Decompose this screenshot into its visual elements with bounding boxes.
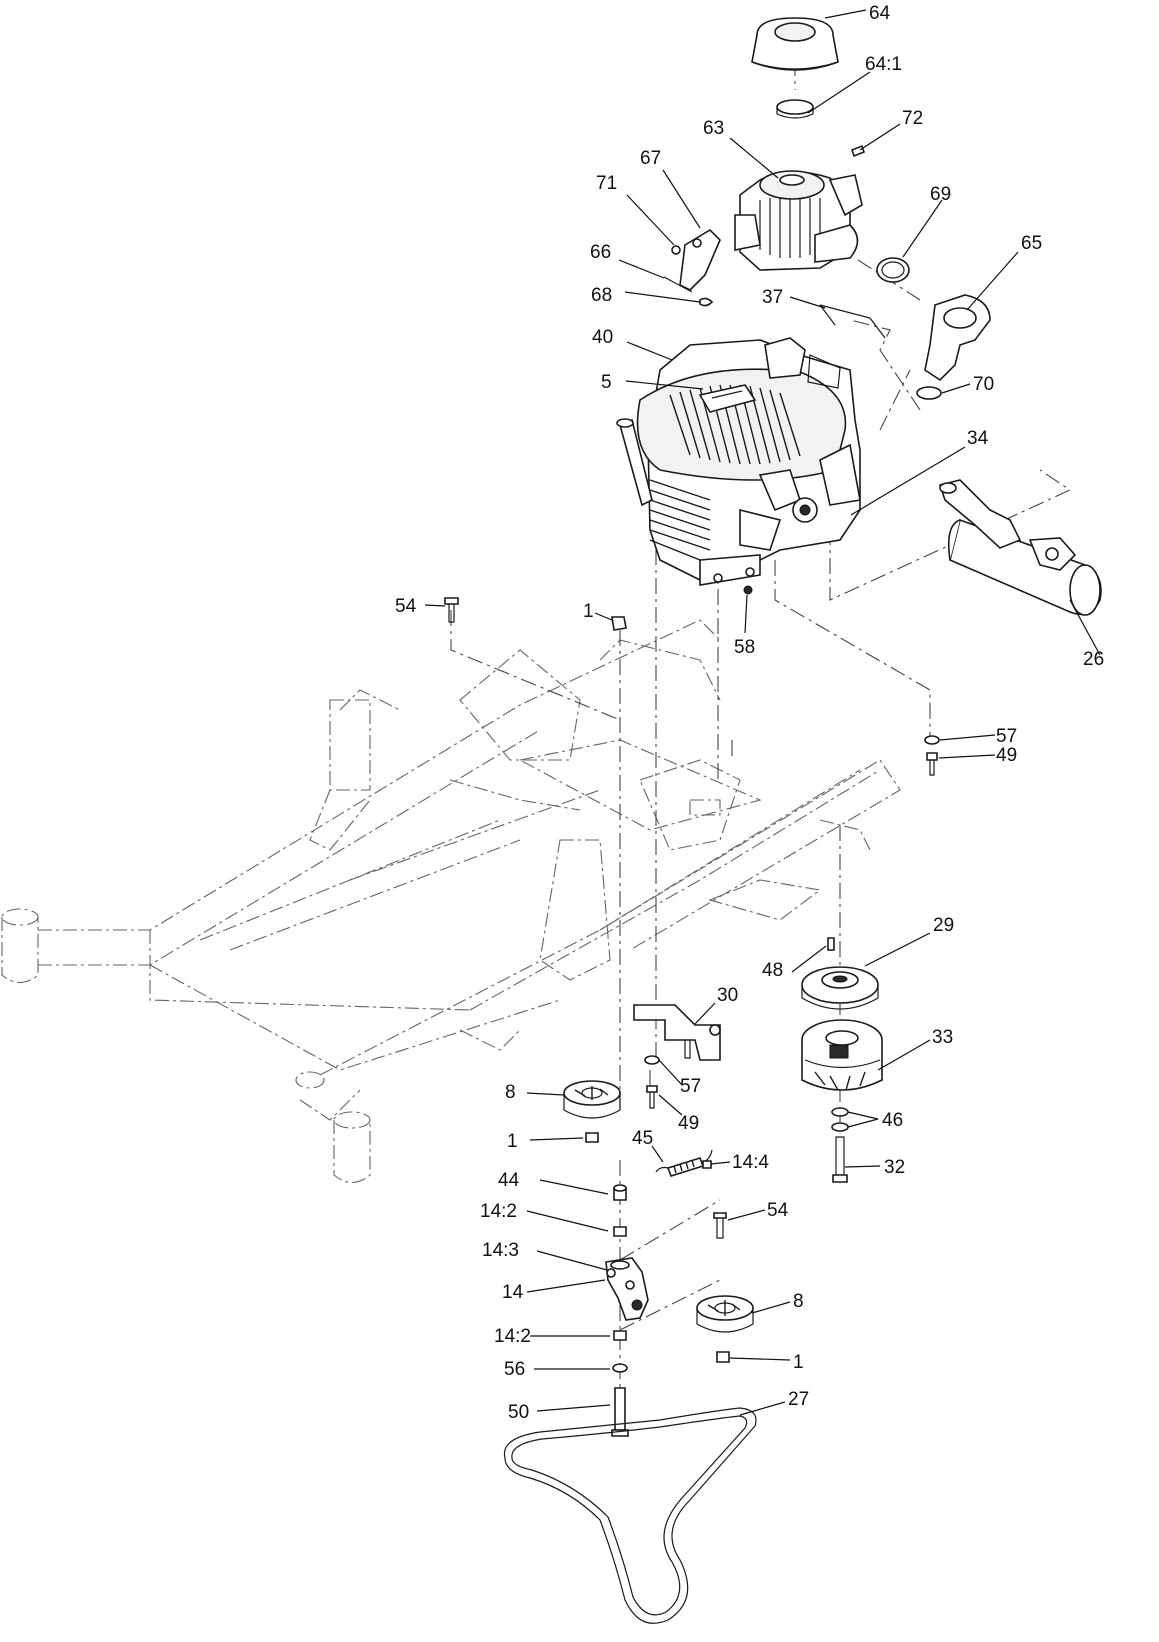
callout-14-2-upper: 14:2	[480, 1201, 517, 1222]
pulley-29	[801, 966, 879, 1010]
callout-37: 37	[762, 287, 783, 308]
idler-pulley-8-upper	[563, 1080, 621, 1119]
nut-1-upper	[611, 616, 627, 631]
callout-54-upper: 54	[395, 596, 417, 617]
intake-elbow-65	[924, 294, 991, 382]
callout-1-upper: 1	[583, 601, 594, 622]
callout-34: 34	[967, 428, 989, 449]
callout-40: 40	[592, 327, 613, 348]
callout-64-1: 64:1	[865, 54, 902, 75]
bushing-14-2-upper	[613, 1226, 627, 1237]
hose-clamp-70	[916, 386, 942, 400]
callout-56: 56	[504, 1359, 525, 1380]
drive-belt-27	[503, 1407, 757, 1624]
callout-8-lower: 8	[793, 1291, 804, 1312]
decal-37	[819, 304, 886, 339]
callout-50: 50	[508, 1402, 529, 1423]
callout-54-lower: 54	[767, 1200, 789, 1221]
callout-49-lower: 49	[678, 1113, 699, 1134]
callout-57-right: 57	[996, 726, 1017, 747]
bracket-30	[633, 1004, 721, 1061]
air-cleaner-clamp	[776, 99, 814, 119]
washer-57-lower	[644, 1055, 660, 1065]
callout-29: 29	[933, 915, 954, 936]
engine-40	[616, 337, 861, 586]
callout-26: 26	[1083, 649, 1104, 670]
callout-27: 27	[788, 1389, 809, 1410]
fitting-14-3	[606, 1268, 616, 1278]
callout-45: 45	[632, 1128, 653, 1149]
callout-14-2-lower: 14:2	[494, 1326, 531, 1347]
callout-1-middle: 1	[507, 1131, 518, 1152]
callout-32: 32	[884, 1157, 905, 1178]
callout-30: 30	[717, 985, 738, 1006]
callout-49-right: 49	[996, 745, 1017, 766]
callout-68: 68	[591, 285, 612, 306]
callout-33: 33	[932, 1027, 953, 1048]
callout-14: 14	[502, 1282, 524, 1303]
callout-5: 5	[601, 372, 612, 393]
callout-67: 67	[640, 148, 661, 169]
bolt-50	[611, 1387, 629, 1437]
callout-64: 64	[869, 3, 891, 24]
callout-63: 63	[703, 118, 724, 139]
washers-46	[831, 1107, 849, 1132]
pin-68	[699, 297, 714, 307]
idler-pulley-8-lower	[696, 1295, 754, 1333]
leader-lines	[424, 9, 1101, 1416]
callout-71: 71	[596, 173, 617, 194]
air-cleaner-cover	[751, 17, 839, 71]
mower-frame	[1, 619, 901, 1184]
nut-58	[743, 585, 753, 595]
callout-58: 58	[734, 637, 755, 658]
callout-72: 72	[902, 108, 923, 129]
bolt-54-lower	[713, 1212, 727, 1239]
callout-8-upper: 8	[505, 1082, 516, 1103]
callout-labels: 64 64:1 72 63 67 71 69 65 66 68 37 40 5 …	[395, 3, 1104, 1423]
bolt-49-lower	[646, 1085, 658, 1109]
nut-1-lower	[716, 1351, 730, 1363]
air-cleaner-body	[734, 170, 863, 271]
callout-69: 69	[930, 184, 951, 205]
post-14-4	[702, 1160, 712, 1169]
muffler-26	[938, 479, 1102, 616]
hose-clamp-69	[876, 257, 910, 283]
bushing-14-2-lower	[613, 1330, 627, 1341]
callout-46: 46	[882, 1110, 903, 1131]
air-cleaner-bracket	[679, 228, 721, 291]
key-48	[827, 937, 835, 951]
callout-14-3: 14:3	[482, 1240, 519, 1261]
screw-72	[851, 144, 865, 158]
idler-arm-14	[605, 1257, 649, 1321]
callout-66: 66	[590, 242, 611, 263]
washer-57-right	[924, 735, 940, 745]
washer-56	[612, 1363, 628, 1373]
clip-66	[663, 276, 693, 293]
bolt-49-right	[926, 752, 938, 776]
callout-44: 44	[498, 1170, 520, 1191]
bolt-32	[832, 1136, 848, 1183]
callout-1-lower: 1	[793, 1352, 804, 1373]
nut-1-middle	[585, 1132, 599, 1143]
bracket-bolt	[671, 245, 681, 255]
callout-57-lower: 57	[680, 1076, 701, 1097]
callout-65: 65	[1021, 233, 1042, 254]
callout-14-4: 14:4	[732, 1152, 769, 1173]
bolt-54-upper	[444, 597, 459, 623]
callout-48: 48	[762, 960, 783, 981]
callout-70: 70	[973, 374, 994, 395]
pto-clutch-33	[801, 1019, 883, 1091]
spacer-44	[613, 1184, 627, 1201]
